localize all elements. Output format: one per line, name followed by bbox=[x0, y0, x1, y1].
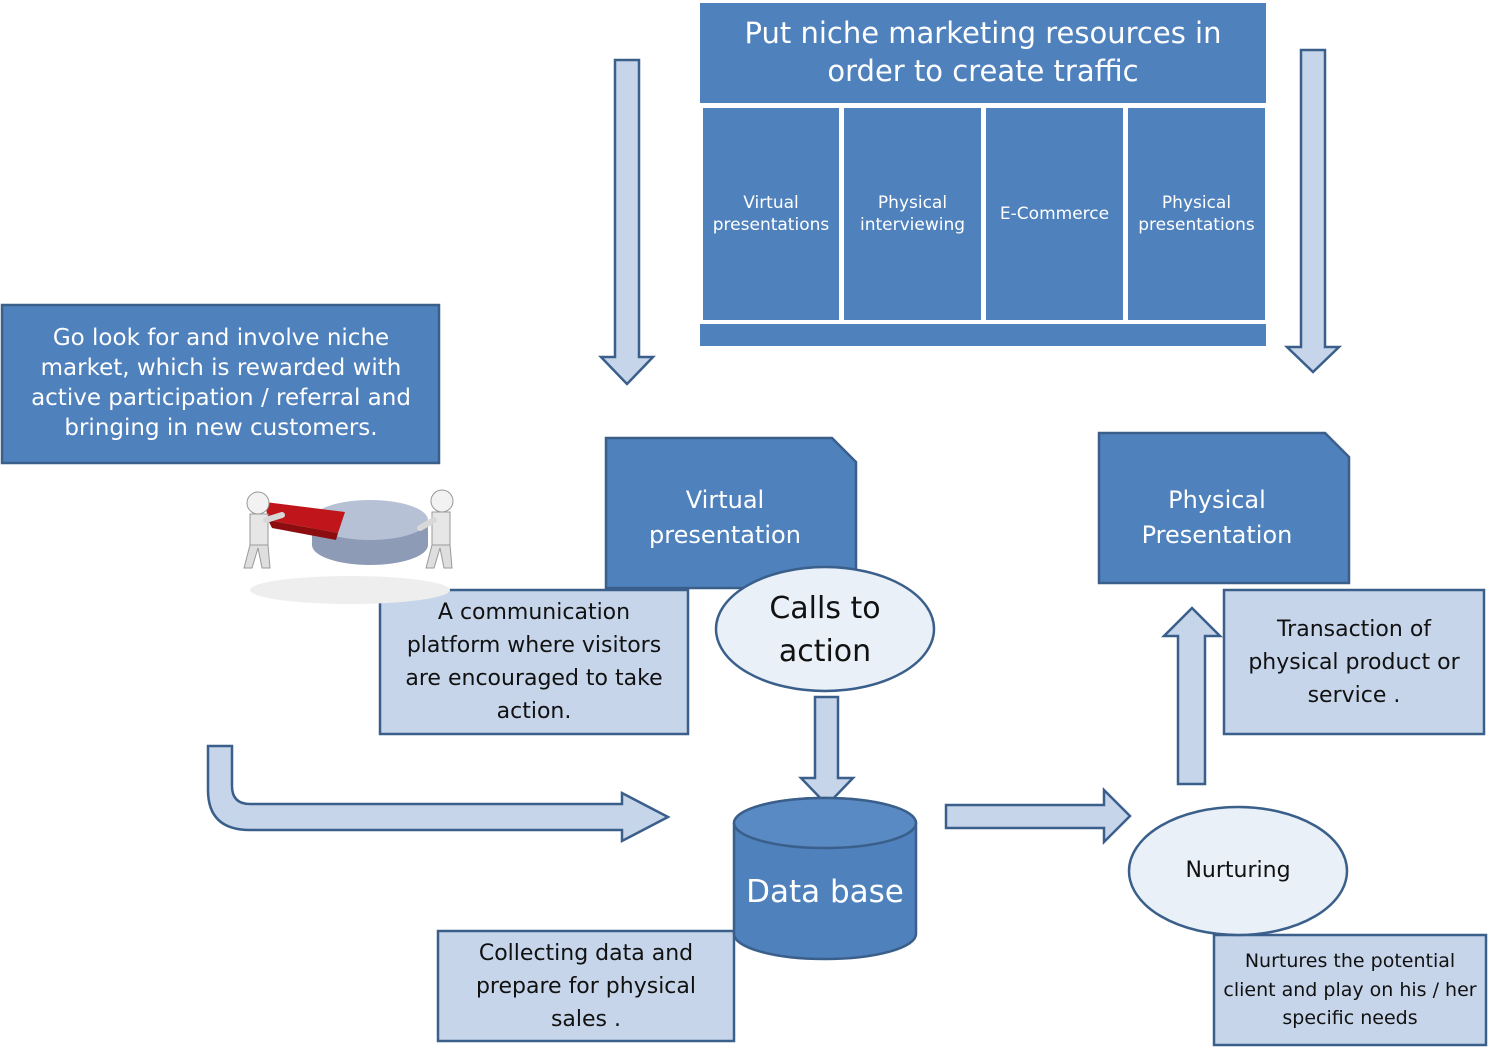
physical-presentation-title: Physical Presentation bbox=[1141, 486, 1293, 549]
transaction-note-box bbox=[1222, 588, 1486, 736]
database-label: Data base bbox=[746, 873, 904, 910]
bent-arrow-to-database bbox=[206, 744, 671, 844]
nurturing-note-box bbox=[1212, 933, 1488, 1047]
database-note-box bbox=[436, 929, 736, 1043]
top-box-header bbox=[700, 3, 1266, 103]
calls-to-action-ellipse bbox=[714, 565, 936, 693]
nurturing-ellipse bbox=[1127, 805, 1349, 937]
virtual-presentation-box bbox=[604, 436, 858, 590]
virtual-note-box bbox=[378, 588, 690, 736]
left-box-text: Go look for and involve niche market, wh… bbox=[31, 325, 411, 441]
top-box-cell-2 bbox=[844, 108, 981, 320]
calls-to-database-arrow bbox=[798, 695, 856, 807]
database-cylinder-top bbox=[732, 796, 918, 850]
top-box-cell-e-commerce: E-Commerce bbox=[999, 203, 1110, 224]
calls-to-action-label: Calls to action bbox=[769, 590, 881, 670]
top-box-cell-virtual-presentations: Virtual presentations bbox=[712, 192, 830, 235]
transaction-note: Transaction of physical product or servi… bbox=[1248, 616, 1460, 708]
top-box-title: Put niche marketing resources in order t… bbox=[744, 16, 1222, 88]
nurturing-label: Nurturing bbox=[1185, 857, 1291, 883]
virtual-presentation-title: Virtual presentation bbox=[649, 486, 801, 549]
nurturing-note: Nurtures the potential client and play o… bbox=[1223, 950, 1477, 1030]
nurturing-to-physical-arrow bbox=[1160, 606, 1224, 786]
top-box-footer bbox=[700, 324, 1266, 346]
down-arrow-left bbox=[598, 58, 656, 386]
top-box-cell-1 bbox=[703, 108, 839, 320]
pie-chart-figures-icon bbox=[243, 489, 454, 604]
top-box-cell-3 bbox=[986, 108, 1123, 320]
down-arrow-right bbox=[1283, 48, 1343, 374]
left-box bbox=[0, 303, 441, 465]
top-box-cell-physical-presentations: Physical presentations bbox=[1138, 192, 1255, 235]
top-box-cell-physical-interviewing: Physical interviewing bbox=[859, 192, 966, 235]
top-box-cell-4 bbox=[1128, 108, 1265, 320]
physical-presentation-box bbox=[1097, 431, 1351, 585]
virtual-presentation-note: A communication platform where visitors … bbox=[405, 600, 663, 724]
database-note: Collecting data and prepare for physical… bbox=[475, 940, 697, 1032]
database-to-nurturing-arrow bbox=[944, 786, 1132, 846]
